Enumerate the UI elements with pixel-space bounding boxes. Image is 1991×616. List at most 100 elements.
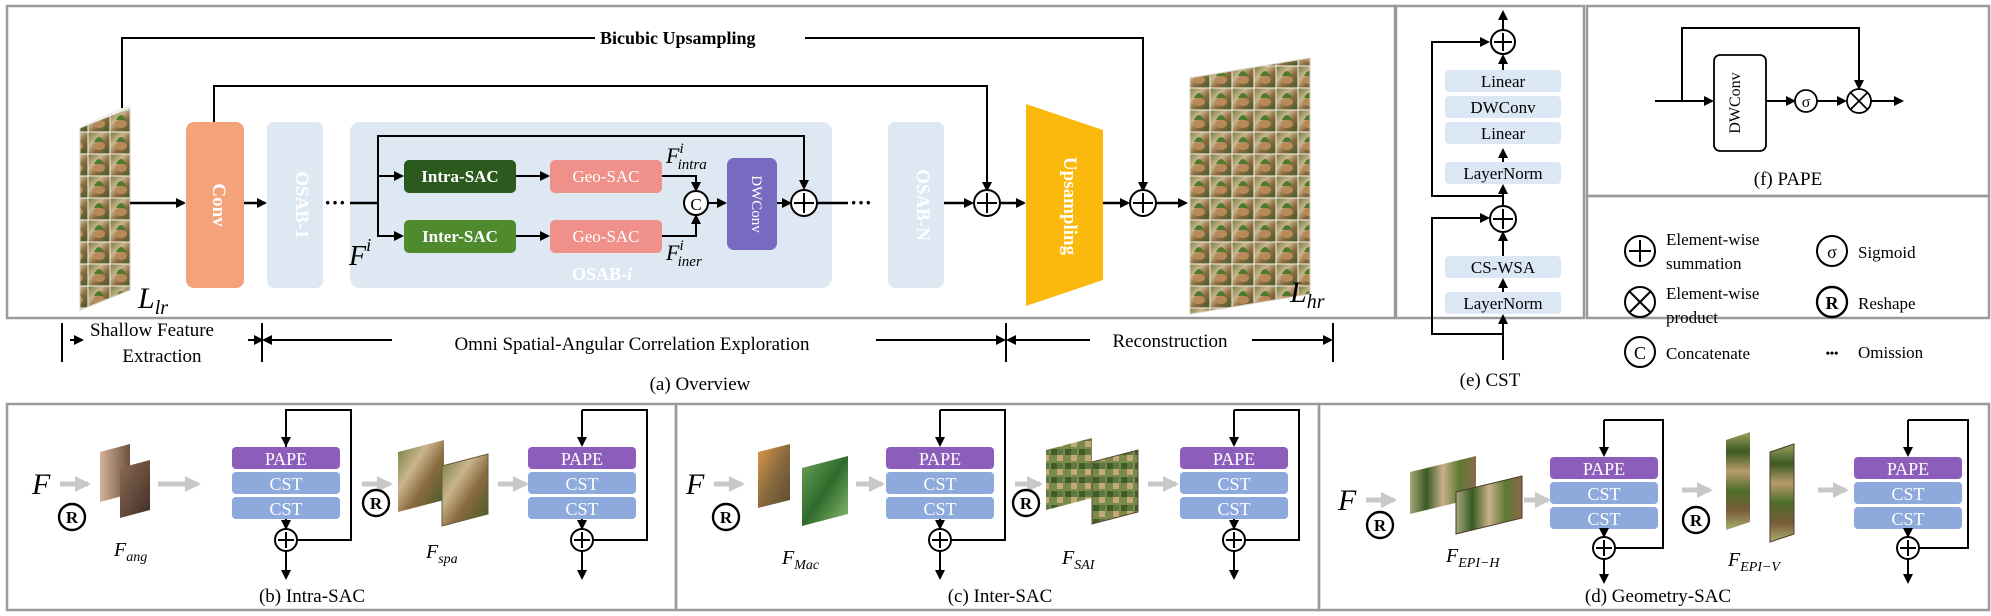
geo-f-epi-h-cubes xyxy=(1410,456,1523,535)
intra-pape-1-label: PAPE xyxy=(265,449,307,469)
osab-1-block xyxy=(267,122,323,288)
intra-cst-2b-label: CST xyxy=(565,499,598,519)
intra-sac-label: Intra-SAC xyxy=(421,167,498,186)
geo-cst-1b xyxy=(1550,507,1658,529)
legend-sigmoid-icon xyxy=(1816,235,1848,267)
intra-caption: (b) Intra-SAC xyxy=(259,586,365,607)
inter-f-sai-cubes xyxy=(1046,438,1139,525)
inter-sum-1 xyxy=(928,528,952,552)
concat-node-label: C xyxy=(690,195,701,214)
dots-2: ··· xyxy=(850,190,872,215)
l-hr-label: Lhr xyxy=(1289,276,1325,313)
global-sum-node xyxy=(973,189,1001,217)
panel-borders xyxy=(5,4,1991,612)
geo-cst-2b-label: CST xyxy=(1891,509,1924,529)
inter-f-label: F xyxy=(685,468,705,501)
legend-reshape-icon xyxy=(1815,285,1849,319)
inter-sac-label: Inter-SAC xyxy=(422,227,498,246)
arrow-geo-concat-bottom xyxy=(662,214,701,237)
legend-concat-icon xyxy=(1624,336,1656,368)
geo-cst-1a xyxy=(1550,482,1658,504)
geo-f-epi-h-label: FEPI−H xyxy=(1445,545,1500,571)
bicubic-label: Bicubic Upsampling xyxy=(600,28,756,48)
hr-image-stack xyxy=(1189,57,1311,315)
intra-reshape-symbol-1: R xyxy=(66,508,79,527)
legend-omission-symbol: ••• xyxy=(1826,346,1839,360)
geo-cst-1a-label: CST xyxy=(1587,484,1620,504)
geo-cst-2a xyxy=(1854,482,1962,504)
inter-skip-2 xyxy=(1234,409,1300,541)
cst-sum-lower xyxy=(1489,205,1517,233)
intra-cst-1b-label: CST xyxy=(269,499,302,519)
intra-f-label: F xyxy=(31,468,51,501)
geo-reshape-icon-1 xyxy=(1365,510,1395,540)
intra-f-ang-cubes xyxy=(100,444,150,518)
stage-omni-label: Omni Spatial-Angular Correlation Explora… xyxy=(454,334,810,355)
cst-dwconv-label: DWConv xyxy=(1470,98,1536,117)
pape-product-node xyxy=(1846,88,1872,114)
intra-sac-block xyxy=(404,160,516,193)
upsampling-block xyxy=(1026,104,1103,306)
osab-n-block xyxy=(888,122,944,288)
legend-sigmoid-symbol: σ xyxy=(1827,242,1837,262)
cst-layernorm-bottom xyxy=(1445,292,1561,314)
inter-pape-2-label: PAPE xyxy=(1213,449,1255,469)
geo-skip-2 xyxy=(1908,419,1969,549)
inter-cst-2a-label: CST xyxy=(1217,474,1250,494)
intra-sum-2 xyxy=(570,528,594,552)
geo-f-label: F xyxy=(1337,484,1357,517)
cst-sum-upper xyxy=(1490,29,1516,55)
inter-cst-1a xyxy=(886,472,994,494)
conv-label: Conv xyxy=(208,183,229,227)
inter-pape-1 xyxy=(886,447,994,469)
inter-sac-panel: F R FMac PAPE CST CST R FSAI xyxy=(685,409,1300,607)
pape-caption: (f) PAPE xyxy=(1754,169,1822,190)
l-lr-label: Llr xyxy=(137,282,168,319)
legend-sum-line2: summation xyxy=(1666,254,1742,273)
inter-cst-2a xyxy=(1180,472,1288,494)
geo-sac-block-bottom xyxy=(550,220,662,253)
geo-sac-panel: F R FEPI−H PAPE CST CST R FEP xyxy=(1337,419,1969,607)
geo-cst-2a-label: CST xyxy=(1891,484,1924,504)
upsampling-label: Upsampling xyxy=(1059,157,1080,256)
pape-dwconv-label: DWConv xyxy=(1727,72,1744,133)
geo-cst-1b-label: CST xyxy=(1587,509,1620,529)
inter-f-sai-label: FSAI xyxy=(1061,547,1096,573)
cst-caption: (e) CST xyxy=(1460,370,1521,391)
dwconv-label: DWConv xyxy=(748,175,764,233)
osab-i-skip xyxy=(377,135,809,190)
inter-f-mac-cubes xyxy=(758,444,848,526)
pape-panel: DWConv σ (f) PAPE xyxy=(1655,27,1904,190)
intra-cst-2a xyxy=(528,472,636,494)
branch-inter xyxy=(377,203,404,241)
inter-cst-1b-label: CST xyxy=(923,499,956,519)
inter-sac-block xyxy=(404,220,516,253)
geo-f-epi-v-label: FEPI−V xyxy=(1727,549,1781,575)
skip-conv-line xyxy=(213,85,992,192)
geo-reshape-icon-2 xyxy=(1681,505,1711,535)
bicubic-sum-node xyxy=(1129,189,1157,217)
geo-sac-label-top: Geo-SAC xyxy=(572,167,639,186)
legend-prod-line1: Element-wise xyxy=(1666,284,1759,303)
pape-skip xyxy=(1681,27,1864,101)
intra-cst-2a-label: CST xyxy=(565,474,598,494)
cst-linear-bottom-label: Linear xyxy=(1481,124,1526,143)
panel-geo-border xyxy=(1317,402,1991,612)
geo-sum-1 xyxy=(1592,536,1616,560)
intra-reshape-symbol-2: R xyxy=(370,494,383,513)
inter-reshape-symbol-1: R xyxy=(720,508,733,527)
intra-skip-2 xyxy=(582,409,648,541)
inter-f-mac-label: FMac xyxy=(781,547,820,573)
intra-cst-1b xyxy=(232,497,340,519)
inter-cst-1a-label: CST xyxy=(923,474,956,494)
intra-pape-2 xyxy=(528,447,636,469)
bicubic-line-right xyxy=(805,37,1148,192)
inter-cst-2b xyxy=(1180,497,1288,519)
conv-block xyxy=(186,122,244,288)
geo-f-epi-v-cubes xyxy=(1726,432,1795,543)
inter-cst-1b xyxy=(886,497,994,519)
cst-skip-lower xyxy=(1431,213,1503,335)
legend-panel: Element-wise summation Element-wise prod… xyxy=(1624,230,1924,368)
